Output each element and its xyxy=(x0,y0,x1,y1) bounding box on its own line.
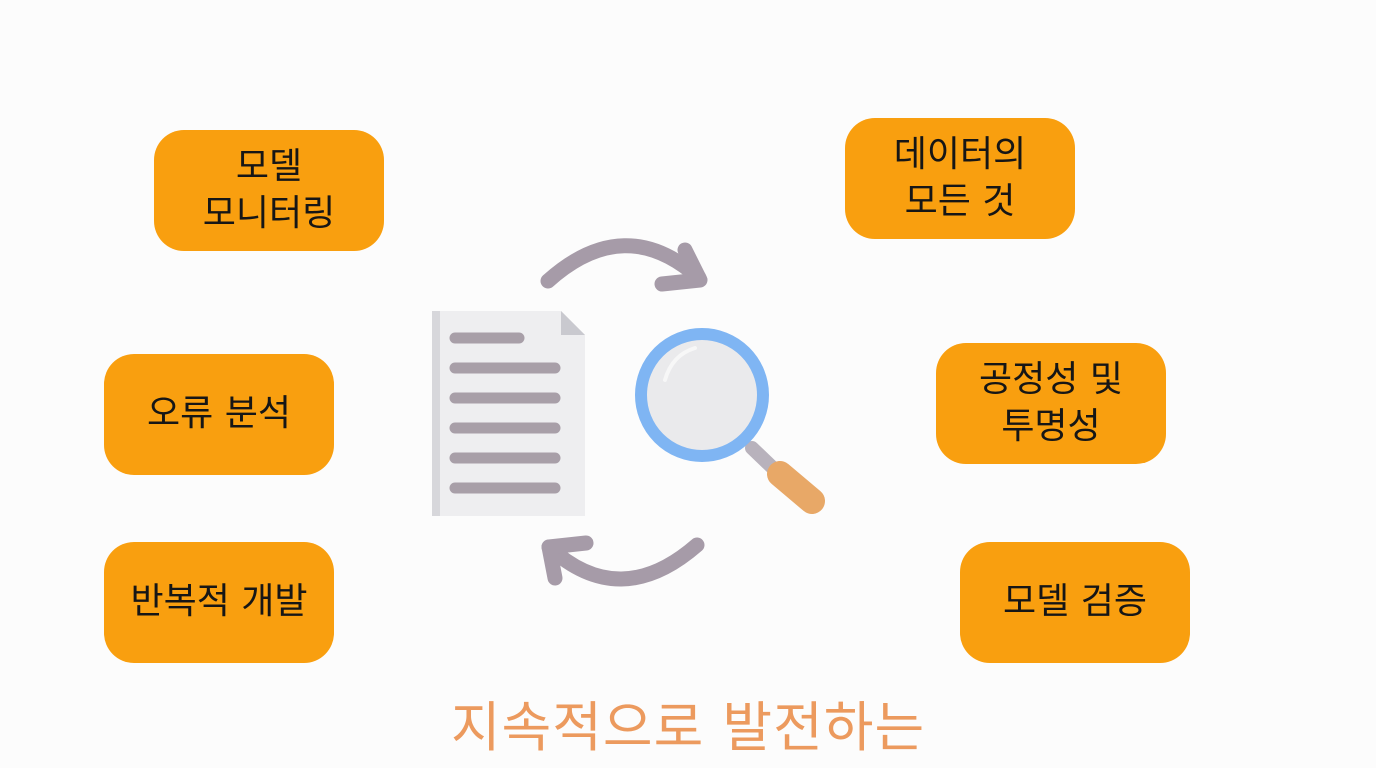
topic-model-monitoring: 모델 모니터링 xyxy=(154,130,384,251)
cycle-arrow-bottom-icon xyxy=(541,535,705,587)
cycle-arrow-top-icon xyxy=(540,238,708,292)
topic-fairness-transparency: 공정성 및 투명성 xyxy=(936,343,1166,464)
topic-label: 데이터의 모든 것 xyxy=(893,133,1027,222)
topic-model-validation: 모델 검증 xyxy=(960,542,1190,663)
topic-label: 모델 모니터링 xyxy=(202,145,336,234)
topic-label: 모델 검증 xyxy=(1003,581,1147,623)
topic-error-analysis: 오류 분석 xyxy=(104,354,334,475)
magnifier-icon xyxy=(635,328,825,514)
document-icon xyxy=(432,311,585,516)
caption: 지속적으로 발전하는 xyxy=(450,696,926,759)
topic-label: 공정성 및 투명성 xyxy=(979,358,1123,447)
topic-label: 오류 분석 xyxy=(147,393,291,435)
topic-iterative-development: 반복적 개발 xyxy=(104,542,334,663)
topic-all-about-data: 데이터의 모든 것 xyxy=(845,118,1075,239)
topic-label: 반복적 개발 xyxy=(130,581,308,623)
